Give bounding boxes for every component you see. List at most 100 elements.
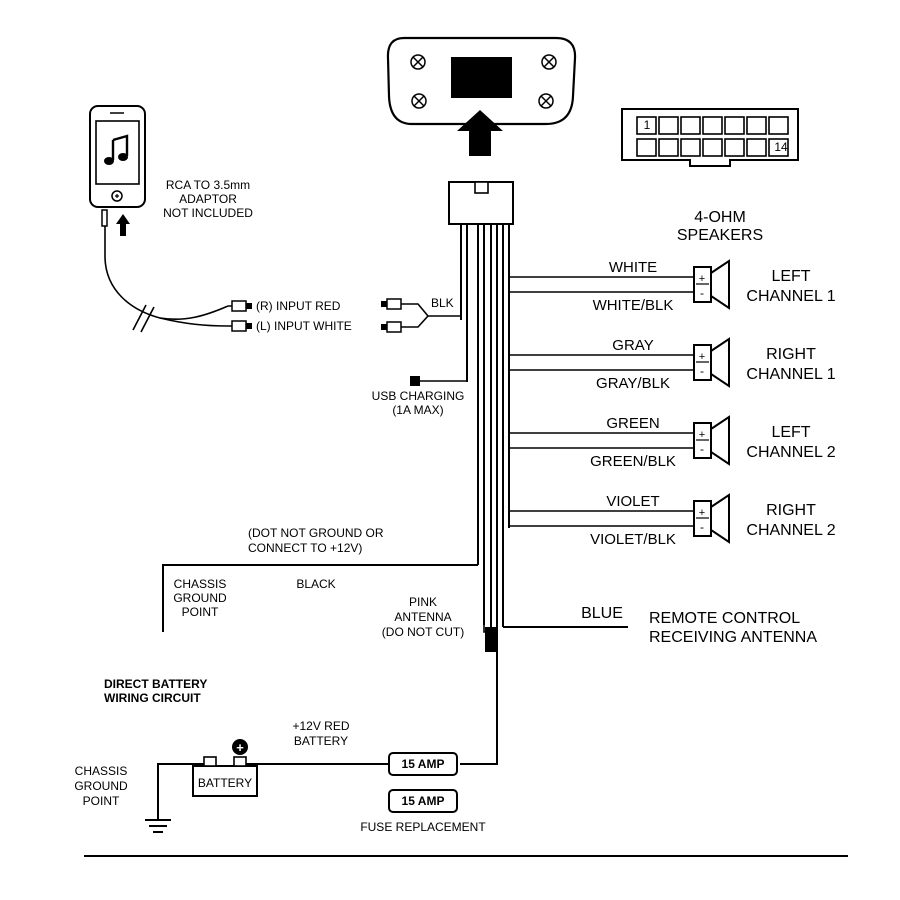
speaker-channel-2: +- GRAY GRAY/BLK RIGHT CHANNEL 1 — [509, 337, 836, 392]
chassis-top-line-3: POINT — [182, 605, 219, 619]
speakers-title-line-2: SPEAKERS — [677, 227, 763, 244]
plug-in-arrow-icon — [116, 214, 130, 236]
speaker-cone — [710, 337, 730, 388]
speaker-cone — [710, 259, 730, 310]
speaker-plus-sign: + — [699, 273, 705, 285]
battery-label: BATTERY — [198, 776, 252, 790]
battery: BATTERY — [192, 756, 258, 797]
speaker-plus-sign: + — [699, 429, 705, 441]
speaker-cone — [710, 415, 730, 466]
battery-plus-icon: + — [232, 739, 248, 755]
phone-note-line-2: ADAPTOR — [179, 192, 237, 206]
speaker-channel-name-line-1: RIGHT — [766, 346, 816, 363]
connector-pin — [702, 116, 723, 135]
battery-plus-sign: + — [236, 740, 244, 755]
connector-pin — [680, 138, 701, 157]
speaker-neg-wire-label: GRAY/BLK — [596, 375, 670, 392]
insert-arrow-icon — [457, 110, 503, 156]
speaker-channel-name-line-2: CHANNEL 1 — [746, 366, 835, 383]
antenna-line-3: (DO NOT CUT) — [382, 625, 464, 639]
rca-plugs-adapter — [228, 300, 252, 332]
harness-plug — [448, 181, 514, 225]
chassis-bottom-line-2: GROUND — [74, 779, 128, 793]
speaker-neg-wire-label: WHITE/BLK — [593, 297, 674, 314]
phone-note-line-1: RCA TO 3.5mm — [166, 178, 250, 192]
usb-label-line-1: USB CHARGING — [372, 389, 465, 403]
speaker-channel-name-line-2: CHANNEL 2 — [746, 444, 835, 461]
music-note-icon — [104, 134, 129, 165]
speaker-minus-sign: - — [700, 442, 704, 456]
connector-pinout: 1 14 — [621, 108, 799, 167]
battery-circuit-title-1: DIRECT BATTERY — [104, 677, 207, 691]
aux-cable — [101, 209, 229, 333]
fuse-main-label: 15 AMP — [402, 757, 445, 771]
speaker-pos-wire-label: WHITE — [609, 259, 657, 276]
battery-circuit-title-2: WIRING CIRCUIT — [104, 691, 201, 705]
speaker-channel-name-line-1: RIGHT — [766, 502, 816, 519]
chassis-top-line-2: GROUND — [173, 591, 227, 605]
fuse-spare: 15 AMP — [388, 789, 458, 813]
connector-pin — [746, 138, 767, 157]
speaker-channel-name-line-2: CHANNEL 2 — [746, 522, 835, 539]
connector-pin — [768, 116, 789, 135]
pin-1-label: 1 — [644, 118, 651, 132]
speaker-channel-name-line-1: LEFT — [771, 424, 810, 441]
speaker-channel-name-line-1: LEFT — [771, 268, 810, 285]
usb-label-line-2: (1A MAX) — [392, 403, 443, 417]
usb-connector — [410, 376, 467, 386]
chassis-bottom-line-3: POINT — [83, 794, 120, 808]
phone-note: RCA TO 3.5mm ADAPTOR NOT INCLUDED — [163, 178, 253, 220]
red-wire-line-1: +12V RED — [292, 719, 349, 733]
connector-pin — [658, 116, 679, 135]
red-power-wire — [240, 652, 498, 765]
harness-bundle — [460, 224, 510, 762]
input-red-label: (R) INPUT RED — [256, 299, 341, 313]
connector-pin — [724, 116, 745, 135]
black-ground-wire — [162, 564, 478, 632]
pin-14-label: 14 — [774, 140, 788, 154]
remote-line-2: RECEIVING ANTENNA — [649, 629, 817, 646]
connector-pin — [636, 116, 657, 135]
fuse-spare-label: 15 AMP — [402, 794, 445, 808]
speaker-pos-wire-label: GREEN — [606, 415, 659, 432]
speaker-minus-sign: - — [700, 520, 704, 534]
black-wire-label: BLACK — [296, 577, 335, 591]
connector-pin — [746, 116, 767, 135]
speaker-channel-name-line-2: CHANNEL 1 — [746, 288, 835, 305]
red-wire-line-2: BATTERY — [294, 734, 348, 748]
speaker-minus-sign: - — [700, 364, 704, 378]
speaker-plus-sign: + — [699, 507, 705, 519]
input-white-label: (L) INPUT WHITE — [256, 319, 352, 333]
head-unit — [386, 36, 577, 126]
connector-pin — [658, 138, 679, 157]
speaker-channel-1: +- WHITE WHITE/BLK LEFT CHANNEL 1 — [509, 259, 836, 314]
phone-note-line-3: NOT INCLUDED — [163, 206, 253, 220]
antenna-connector — [483, 625, 496, 652]
speaker-pos-wire-label: GRAY — [612, 337, 653, 354]
speaker-pos-wire-label: VIOLET — [606, 493, 659, 510]
head-unit-screws — [410, 54, 557, 109]
connector-pin — [768, 138, 789, 157]
speaker-plus-sign: + — [699, 351, 705, 363]
remote-line-1: REMOTE CONTROL — [649, 610, 800, 627]
speaker-cone — [710, 493, 730, 544]
antenna-line-1: PINK — [409, 595, 437, 609]
speaker-minus-sign: - — [700, 286, 704, 300]
fuse-note: FUSE REPLACEMENT — [360, 820, 486, 834]
fuse-main: 15 AMP — [388, 752, 458, 776]
connector-pin — [680, 116, 701, 135]
speaker-neg-wire-label: VIOLET/BLK — [590, 531, 676, 548]
blue-wire-label: BLUE — [581, 605, 623, 622]
connector-pin — [724, 138, 745, 157]
speakers-title-line-1: 4-OHM — [694, 209, 746, 226]
blk-label: BLK — [431, 296, 454, 310]
connector-pin — [702, 138, 723, 157]
smartphone — [89, 105, 146, 208]
speaker-channel-4: +- VIOLET VIOLET/BLK RIGHT CHANNEL 2 — [509, 493, 836, 548]
chassis-bottom-line-1: CHASSIS — [75, 764, 128, 778]
head-unit-display — [451, 57, 512, 98]
connector-pin — [636, 138, 657, 157]
ground-note-line-2: CONNECT TO +12V) — [248, 541, 362, 555]
